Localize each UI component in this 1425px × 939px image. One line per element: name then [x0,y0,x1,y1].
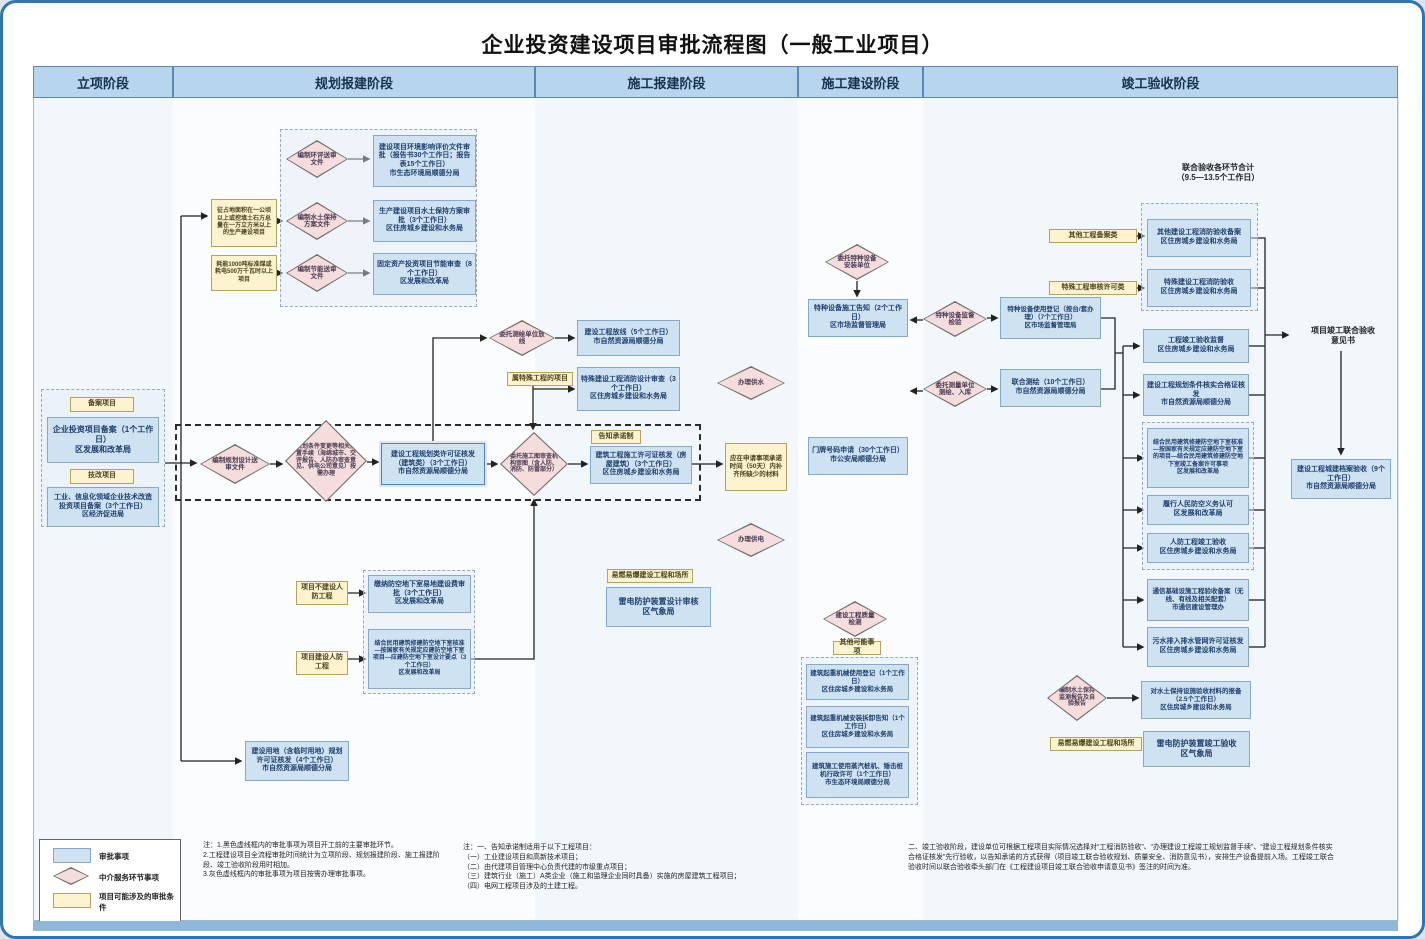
box-crane-dismantle-notice: 建筑起重机械安装拆卸告知（1个工作日） 区住房城乡建设和水务局 [806,706,909,748]
box-enterprise-filing: 企业投资项目备案（1个工作日） 区发展和改革局 [47,417,159,463]
box-sewage-permit: 污水排入排水管网许可证核发 区住房城乡建设和水务局 [1147,627,1249,667]
box-joint-mapping: 联合测绘（10个工作日） 市自然资源局顺德分局 [1000,369,1101,407]
box-civil-defense-approval: 结合民用建筑修建防空地下室核准—按国家有关规定应建防空地下室项目—应建防空地下室… [368,629,471,689]
label-other-possible-items: 其他可能事项 [833,639,881,655]
box-telecom-acceptance: 通信基础设施工程验收备案（无线、有线及相关配套） 市通信建设管理办 [1147,579,1249,621]
column-shigongbaojian [535,98,799,921]
main-approval-frame [175,424,701,501]
box-completion-supervision: 工程竣工验收监督 区住房城乡建设和水务局 [1143,329,1249,363]
joint-acceptance-opinion: 项目竣工联合验收 意见书 [1311,326,1375,345]
box-civil-defense-acceptance: 人防工程竣工验收 区住房城乡建设和水务局 [1147,533,1249,563]
box-land-use-permit: 建设用地（含临时用地）规划许可证核发（4个工作日） 市自然资源局顺德分局 [245,741,349,781]
label-notification-commitment: 告知承诺制 [591,430,641,444]
box-civil-defense-fee: 缴纳防空地下室易地建设费审批（3个工作日） 区发展和改革局 [368,575,471,613]
label-flammable-project: 易燃易爆建设工程和场所 [607,569,693,583]
box-civil-defense-completion-filing: 结合民用建筑修建防空地下室核准—按国家有关规定应建防空地下室的项目—结合民用建筑… [1147,428,1249,488]
box-setting-out: 建设工程放线（5个工作日） 市自然资源局顺德分局 [577,320,680,356]
box-planning-permit: 建设工程规划类许可证核发（建筑类）（3个工作日） 市自然资源局顺德分局 [381,443,485,485]
phase-header-shigongbaojian: 施工报建阶段 [535,66,798,98]
box-pile-driver-permit: 建筑施工使用蒸汽桩机、锤击桩机行政许可（1个工作日） 市生态环境局顺德分局 [806,752,909,798]
joint-acceptance-heading: 联合验收各环节合计 （9.5—13.5个工作日） [1176,163,1260,182]
note-middle: 注：一、告知承诺制适用于以下工程项目： （一）工业建设项目和高新技术项目； （二… [463,844,741,891]
phase-header-lixiang: 立项阶段 [33,66,173,98]
legend-condition-swatch [53,893,91,908]
label-beian-project: 备案项目 [70,397,134,412]
cond-energy: 耗能1000吨标准煤或耗电500万千瓦时以上项目 [211,255,277,291]
box-construction-permit: 建筑工程施工许可证核发（房屋建筑）（3个工作日） 区住房城乡建设和水务局 [590,446,692,484]
box-lightning-design-review: 雷电防护装置设计审核 区气象局 [606,587,711,627]
box-archives-acceptance: 建设工程城建档案验收（9个工作日） 市自然资源局顺德分局 [1291,459,1391,499]
box-fire-design-review: 特殊建设工程消防设计审查（3个工作日） 区住房城乡建设和水务局 [577,367,680,411]
label-special-permit-type: 特殊工程审核许可类 [1049,281,1137,295]
box-lightning-acceptance: 雷电防护装置竣工验收 区气象局 [1143,731,1250,767]
label-build-civil-defense: 项目建设人防工程 [296,651,348,675]
box-door-number: 门牌号码申请（30个工作日） 市公安局顺德分局 [808,437,908,475]
box-soil-water-approval: 生产建设项目水土保持方案审批（3个工作日） 区住房城乡建设和水务局 [373,200,476,242]
box-energy-review: 固定资产投资项目节能审查（8个工作日） 区发展和改革局 [373,253,476,295]
note-left: 注：1.黑色虚线框内的审批事项为项目开工前的主要审批环节。 2.工程建设项目全流… [203,842,440,879]
box-equipment-registration: 特种设备使用登记（按台/套办理）（7个工作日） 区市场监督管理局 [1000,297,1101,339]
note-right: 二、竣工验收阶段，建设单位可根据工程项目实际情况选择对“工程消防验收”、“办理建… [908,844,1334,871]
phase-header-guihua: 规划报建阶段 [173,66,535,98]
box-tech-upgrade-filing: 工业、信息化领域企业技术改造投资项目备案（3个工作日） 区经济促进局 [47,487,159,527]
label-flammable-project-2: 易燃易爆建设工程和场所 [1050,737,1142,751]
legend-intermediary-label: 中介服务环节事项 [99,873,159,882]
box-civil-defense-duty: 履行人民防空义务认可 区发展和改革局 [1147,495,1249,525]
page-title: 企业投资建设项目审批流程图（一般工业项目） [481,34,944,57]
cond-land-area: 征占地面积在一公顷以上或挖填土石方总量在一万立方米以上的生产建设项目 [211,199,277,247]
phase-header-shigongjianshe: 施工建设阶段 [798,66,923,98]
box-env-impact-approval: 建设项目环境影响评价文件审批（报告书30个工作日；报告表15个工作日） 市生态环… [373,135,476,187]
box-supplement-materials: 应在申请事项承诺时间（50天）内补齐所缺少的材料 [725,443,787,491]
legend-condition-label: 项目可能涉及的审批条件 [99,892,174,912]
label-no-civil-defense: 项目不建设人防工程 [296,581,348,605]
box-special-equipment-notice: 特种设备施工告知（2个工作日） 区市场监督管理局 [808,299,908,337]
label-special-project: 属特殊工程的项目 [507,372,573,386]
legend-approval-label: 审批事项 [99,852,129,861]
box-soil-water-filing: 对水土保持设施验收材料的报备（2.5个工作日） 区住房城乡建设和水务局 [1141,681,1251,719]
label-other-filing-type: 其他工程备案类 [1049,229,1137,243]
bottom-strip [33,921,1398,931]
legend-intermediary-swatch [53,867,89,885]
label-jigai-project: 技改项目 [70,469,134,484]
box-planning-verification: 建设工程规划条件核实合格证核发 市自然资源局顺德分局 [1143,374,1249,416]
box-other-fire-filing: 其他建设工程消防验收备案 区住房城乡建设和水务局 [1147,219,1251,257]
legend-approval-swatch [53,848,91,863]
box-special-fire-acceptance: 特殊建设工程消防验收 区住房城乡建设和水务局 [1147,269,1251,307]
box-crane-registration: 建筑起重机械使用登记（1个工作日） 区住房城乡建设和水务局 [806,664,909,700]
phase-header-junggong: 竣工验收阶段 [923,66,1398,98]
